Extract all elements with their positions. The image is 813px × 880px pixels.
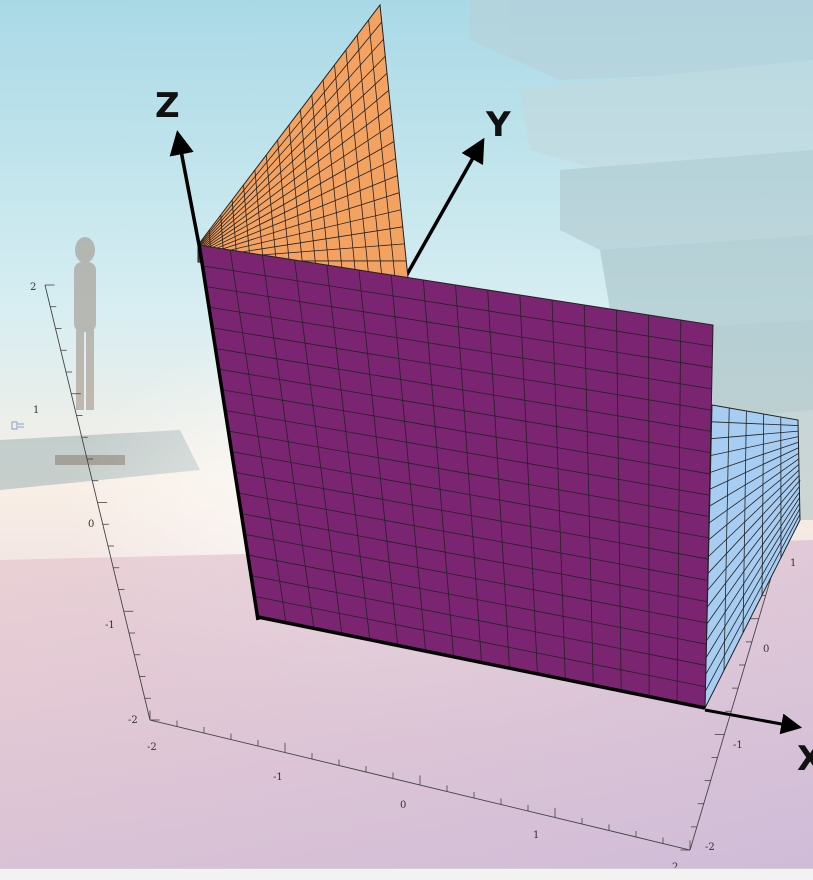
plane-xz-grid-line: [244, 533, 707, 624]
tick-bottom-1: -2: [147, 742, 157, 753]
plane-xz-grid-line: [204, 285, 713, 368]
y-axis-arrow: [403, 137, 485, 279]
tick-bottom-3: 0: [400, 800, 406, 811]
tick-left-5: -2: [128, 715, 138, 726]
tick-right-3: -1: [733, 740, 743, 751]
plane-xy-grid-line: [710, 436, 799, 456]
tick-bottom-4: 1: [533, 830, 539, 841]
plane-xz-grid-line: [214, 347, 711, 432]
plane-xy-grid-line: [707, 486, 800, 608]
plane-xz-grid-line: [211, 327, 712, 411]
bottom-tick-labels: -2 -1 0 1 2: [147, 742, 678, 873]
plane-xy-grid-line: [709, 447, 799, 490]
plane-xz-grid-line: [247, 554, 707, 645]
tick-left-3: 0: [88, 519, 94, 530]
z-axis-arrow: [169, 130, 202, 251]
plane-xy-grid-line: [708, 464, 800, 540]
plane-yz-grid-line: [197, 107, 391, 252]
statue-figure: [55, 237, 125, 465]
plane-xy-grid-line: [707, 475, 800, 574]
plane-xz-grid-line: [217, 368, 711, 454]
z-axis-label: Z: [155, 86, 180, 126]
plane-yz-grid-line: [197, 55, 386, 249]
plane-yz-grid-line: [197, 38, 384, 248]
plane-xz-grid-line: [221, 389, 710, 475]
tick-bottom-2: -1: [273, 772, 283, 783]
plane-yz-grid-line: [197, 72, 388, 250]
plane-yz-grid-line: [197, 158, 396, 255]
plane-xy-grid-line: [705, 503, 801, 658]
plane-xz-grid-line: [254, 595, 706, 688]
plane-yz-grid-line: [197, 21, 383, 247]
y-axis-label: Y: [485, 105, 511, 145]
plane-yz-grid-line: [197, 90, 390, 251]
right-tick-labels: 1 0 -1 -2: [705, 558, 796, 853]
tick-left-4: -1: [105, 620, 115, 631]
plane-xy-grid-line: [711, 430, 799, 440]
tick-left-2: 1: [33, 405, 39, 416]
plane-xz-grid-line: [201, 265, 713, 347]
plane-xy-grid-line: [710, 441, 799, 473]
plane-yz-grid-line: [197, 192, 400, 258]
plane-xz-grid-line: [224, 409, 710, 496]
tick-right-4: -2: [705, 842, 715, 853]
z-axis-line: [198, 249, 260, 621]
tick-right-2: 0: [763, 644, 769, 655]
x-axis-line: [257, 615, 706, 710]
tick-right-1: 1: [790, 558, 796, 569]
xz-plane-purple: [197, 244, 714, 709]
plane-xz-grid-line: [207, 306, 712, 390]
x-axis-label: X: [797, 739, 813, 779]
bottom-status-strip: [0, 868, 813, 880]
plane-xy-grid-line: [708, 469, 800, 557]
plane-xz-grid-line: [237, 492, 708, 581]
plane-xy-grid-line: [706, 491, 800, 625]
plane-xz-grid-line: [251, 575, 706, 666]
plane-yz-grid-line: [197, 175, 398, 256]
plane-xy-grid-line: [705, 508, 801, 675]
plane-xy-grid-line: [705, 514, 801, 692]
left-tick-labels: 2 1 0 -1 -2: [30, 282, 138, 726]
plane-xy-grid-line: [709, 458, 800, 524]
xy-plane-blue: [704, 404, 801, 709]
plane-xz-grid-line: [234, 471, 709, 560]
plane-xy-grid-line: [711, 421, 799, 426]
tick-bottom-5: 2: [672, 862, 678, 873]
plane-xy-grid-line: [709, 452, 799, 507]
small-marker-icon: [11, 421, 24, 430]
plane-xy-grid-line: [706, 497, 800, 641]
plane-yz-grid-line: [197, 124, 393, 253]
x-axis-arrow: [704, 708, 803, 735]
plane-xz-grid-line: [231, 451, 709, 539]
plane-yz-grid-line: [197, 141, 395, 254]
tick-left-1: 2: [30, 282, 36, 293]
plane-xz-grid-line: [227, 430, 710, 517]
plane-xy-grid-line: [707, 480, 800, 591]
plane-xz-grid-line: [241, 513, 708, 603]
